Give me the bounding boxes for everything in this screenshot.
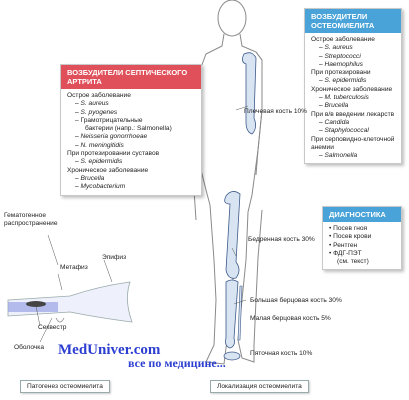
arthritis-line: При протезировании суставов [67,150,160,158]
osteomyelitis-line: – Streptococci [319,52,361,60]
arthritis-line: – Mycobacterium [75,183,126,191]
epiphysis-label: Эпифиз [102,254,127,261]
arthritis-line: – S. aureus [75,100,109,108]
arthritis-line: – S. epidermidis [75,158,123,166]
tibia-label: Большая берцовая кость 30% [250,297,342,304]
osteomyelitis-line: Хроническое заболевание [311,85,393,93]
humerus-bone [242,52,257,135]
osteomyelitis-line: Острое заболевание [311,36,375,43]
arthritis-line: Острое заболевание [67,92,131,99]
osteomyelitis-line: анемии [311,143,334,151]
osteomyelitis-line: – M. tuberculosis [319,94,369,102]
septic-arthritis-title: ВОЗБУДИТЕЛИ СЕПТИЧЕСКОГО АРТРИТА [61,65,201,89]
osteomyelitis-line: При протезировани [311,69,371,77]
arthritis-line: – Грамотрицательные [75,116,143,124]
osteomyelitis-line: – Brucella [319,102,349,110]
humerus-label: Плечевая кость 10% [244,108,308,115]
diagnostics-line: • Посев гноя [329,225,368,232]
osteomyelitis-line: – Haemophilus [319,60,363,68]
calcaneus-bone [223,351,241,361]
watermark-sub: все по медицине... [128,356,226,370]
osteomyelitis-line: – S. epidermidis [319,77,367,85]
arthritis-line: – Neisseria gonorrhoeae [75,133,148,141]
watermark-main: MedUniver.com [58,342,161,358]
diagnostics-line: • Посев крови [329,233,372,241]
diagnostics-line: • ФДГ-ПЭТ [329,249,362,257]
osteomyelitis-line: – Candida [319,118,350,126]
osteomyelitis-line: – S. aureus [319,44,353,52]
diagnostics-box: ДИАГНОСТИКА • Посев гноя• Посев крови• Р… [322,206,402,271]
arthritis-line: – S. pyogenes [75,108,118,116]
osteomyelitis-box: ВОЗБУДИТЕЛИ ОСТЕОМИЕЛИТА Острое заболева… [304,8,402,165]
arthritis-line: – N. meningitidis [75,141,124,149]
diagnostics-list: • Посев гноя• Посев крови• Рентген• ФДГ-… [323,222,401,269]
septic-arthritis-box: ВОЗБУДИТЕЛИ СЕПТИЧЕСКОГО АРТРИТА Острое … [60,64,202,196]
osteomyelitis-line: При в/в введении лекарств [311,110,395,118]
sequestrum-label: Секвестр [38,324,67,331]
shell-label: Оболочка [14,344,45,351]
diagnostics-line: (см. текст) [337,258,369,266]
diagnostics-line: • Рентген [329,241,358,249]
metaphysis-label: Метафиз [60,264,88,271]
fibula-bone [237,285,243,341]
fibula-label: Малая берцовая кость 5% [250,315,331,322]
osteomyelitis-line: – Staphylococcal [319,127,369,135]
arthritis-line: – Brucella [75,174,105,182]
femur-bone [224,191,241,279]
caption-pathogenesis: Патогенез остеомиелита [20,380,110,393]
arthritis-line: Хроническое заболевание [67,166,149,174]
osteomyelitis-list: Острое заболевание– S. aureus– Streptoco… [305,33,401,163]
femur-label: Бедренная кость 30% [248,236,315,243]
osteomyelitis-line: – Salmonella [319,152,358,160]
diagnostics-title: ДИАГНОСТИКА [323,207,401,222]
pathogenesis-bone [7,281,133,323]
calcaneus-label: Пяточная кость 10% [250,350,313,357]
caption-localization: Локализация остеомиелита [210,380,309,393]
septic-arthritis-list: Острое заболевание– S. aureus– S. pyogen… [61,89,201,195]
hematogenous-label: Гематогенное распространение [4,212,58,227]
tibia-bone [225,279,239,349]
osteomyelitis-title: ВОЗБУДИТЕЛИ ОСТЕОМИЕЛИТА [305,9,401,33]
osteomyelitis-line: При серповидно-клеточной [311,135,395,143]
arthritis-line: бактерии (напр.: Salmonella) [85,125,172,133]
